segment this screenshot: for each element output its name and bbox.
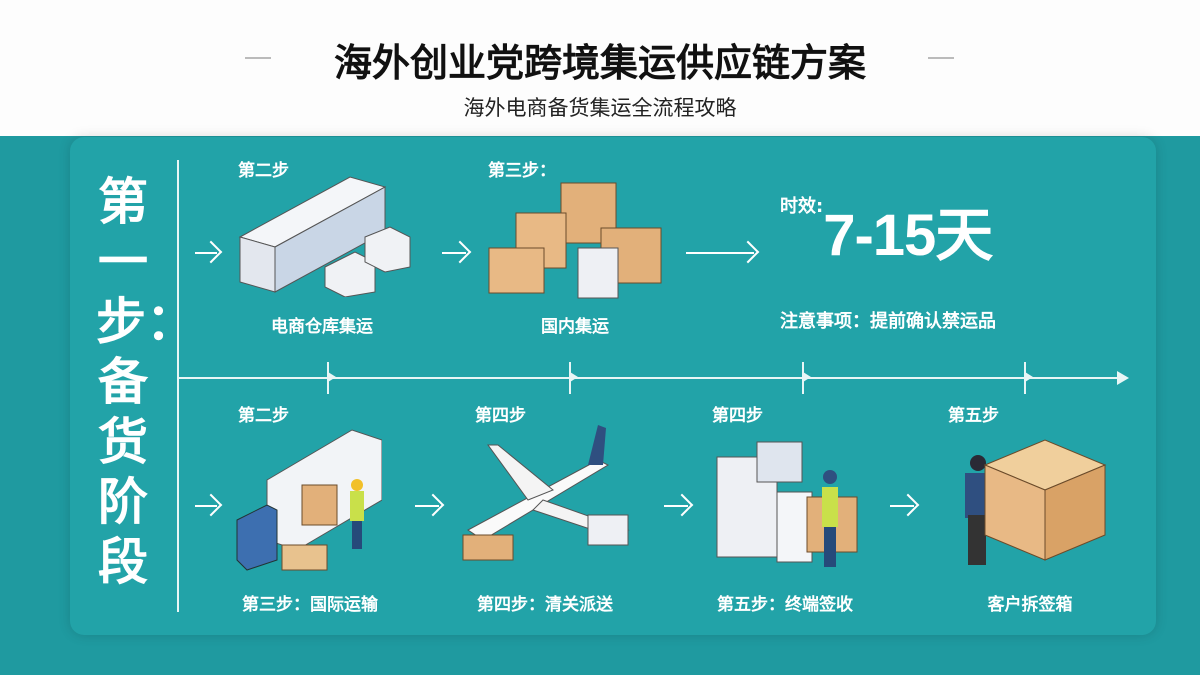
step-label: 第三步： xyxy=(488,161,556,181)
timing: 时效:7-15天 xyxy=(780,188,993,272)
stage-label: 第一步：备货阶段 xyxy=(96,173,196,591)
arrow-icon xyxy=(664,505,688,507)
step-caption: 第五步：终端签收 xyxy=(717,595,853,615)
vertical-timeline xyxy=(177,160,179,612)
timeline-arrow-icon xyxy=(1117,371,1129,385)
terminal-icon xyxy=(716,441,858,567)
page-title: 海外创业党跨境集运供应链方案 xyxy=(333,41,866,85)
arrow-icon xyxy=(686,252,754,254)
arrow-icon xyxy=(890,505,914,507)
note-text: 注意事项：提前确认禁运品 xyxy=(780,311,996,332)
header: 海外创业党跨境集运供应链方案 海外电商备货集运全流程攻略 xyxy=(0,0,1200,136)
step-caption: 电商仓库集运 xyxy=(271,317,373,337)
boxes-icon xyxy=(488,182,662,299)
warehouse-icon xyxy=(238,176,411,297)
timeline-tick xyxy=(1024,362,1033,394)
step-caption: 客户拆签箱 xyxy=(987,595,1073,615)
customer-box-icon xyxy=(965,439,1107,565)
arrow-icon xyxy=(195,252,217,254)
page-subtitle: 海外电商备货集运全流程攻略 xyxy=(463,96,737,120)
truck-icon xyxy=(236,429,382,571)
divider xyxy=(928,57,954,59)
timeline-tick xyxy=(569,362,578,394)
arrow-icon xyxy=(195,505,217,507)
step-caption: 第四步：清关派送 xyxy=(477,595,613,615)
airplane-icon xyxy=(462,425,630,561)
timing-label: 时效: xyxy=(780,196,824,217)
timeline-tick xyxy=(802,362,811,394)
step-label: 第四步 xyxy=(712,406,763,426)
arrow-icon xyxy=(442,252,466,254)
step-label: 第二步 xyxy=(238,406,289,426)
horizontal-timeline xyxy=(178,377,1123,379)
timeline-tick xyxy=(327,362,336,394)
step-caption: 第三步：国际运输 xyxy=(242,595,378,615)
arrow-icon xyxy=(415,505,439,507)
step-label: 第五步 xyxy=(948,406,999,426)
step-label: 第二步 xyxy=(238,161,289,181)
step-label: 第四步 xyxy=(475,406,526,426)
timing-value: 7-15天 xyxy=(823,203,993,268)
step-caption: 国内集运 xyxy=(541,317,609,337)
divider xyxy=(245,57,271,59)
